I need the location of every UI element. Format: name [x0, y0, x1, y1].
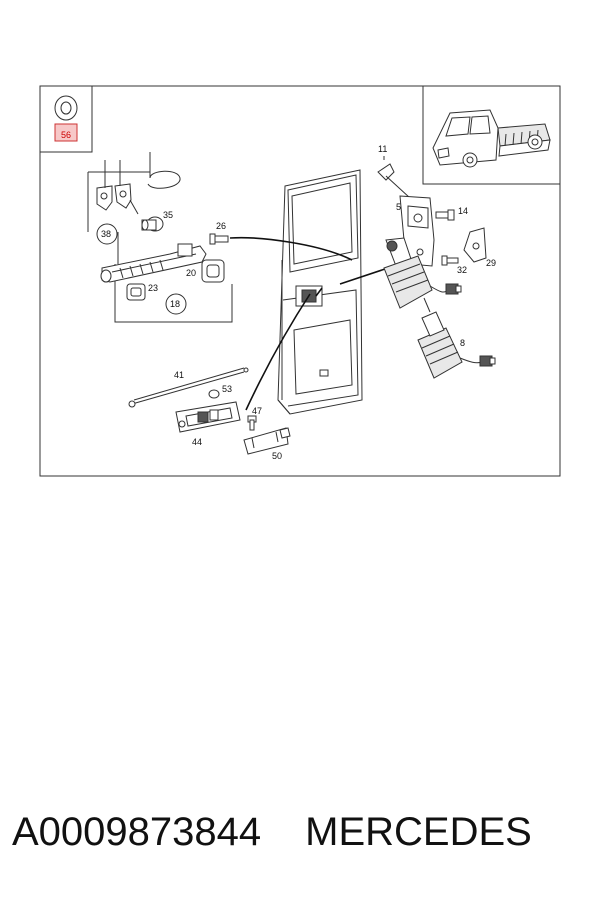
callout-18-circle	[165, 293, 187, 315]
inset-part-56: 56	[39, 85, 93, 153]
part-11-clip	[377, 156, 411, 199]
callout-29: 29	[486, 258, 496, 268]
callout-47: 47	[252, 406, 262, 416]
callout-56: 56	[61, 130, 71, 140]
part-53-clip	[208, 389, 220, 399]
link-rod-44	[245, 293, 311, 411]
callout-50: 50	[272, 451, 282, 461]
callout-26: 26	[216, 221, 226, 231]
callout-20: 20	[186, 268, 196, 278]
part-32-screw	[441, 255, 459, 266]
callout-53: 53	[222, 384, 232, 394]
callout-8: 8	[460, 338, 465, 348]
link-rod-26	[229, 236, 353, 261]
grommet-inner	[60, 101, 72, 115]
part-47-screw	[247, 415, 257, 431]
callout-32: 32	[457, 265, 467, 275]
part-29-bracket	[463, 227, 487, 263]
part-35-lock-cylinder	[141, 216, 164, 232]
callout-18: 18	[170, 299, 180, 309]
part-gasket-square	[201, 259, 225, 283]
inset-vehicle	[422, 85, 561, 185]
part-26-screw	[209, 233, 229, 245]
caption: A0009873844 MERCEDES	[12, 802, 592, 862]
callout-41: 41	[174, 370, 184, 380]
part-44-inner-handle	[175, 401, 241, 433]
part-number: A0009873844	[12, 810, 262, 854]
part-8-actuator	[417, 297, 496, 379]
callout-38-circle	[96, 223, 118, 245]
actuator-upper	[383, 255, 462, 309]
link-rod-lower	[315, 287, 323, 297]
part-14-bolt	[435, 209, 455, 221]
callout-11: 11	[378, 144, 387, 154]
callout-44: 44	[192, 437, 202, 447]
part-5-lock-mechanism	[385, 195, 435, 267]
callout-35: 35	[163, 210, 173, 220]
callout-23: 23	[148, 283, 158, 293]
left-group-outline	[87, 152, 233, 323]
callout-14: 14	[458, 206, 468, 216]
part-41-rod	[128, 367, 249, 408]
callout-38: 38	[101, 229, 111, 239]
part-23-gasket	[126, 283, 146, 301]
part-38-brackets	[96, 160, 139, 215]
callout-5: 5	[396, 202, 401, 212]
part-50-grab-handle	[243, 427, 291, 455]
link-rod-right	[339, 267, 389, 285]
part-20-outer-handle	[100, 243, 207, 283]
brand-name: MERCEDES	[305, 810, 532, 854]
clip-ring	[147, 170, 181, 189]
highlight-56	[54, 123, 78, 142]
